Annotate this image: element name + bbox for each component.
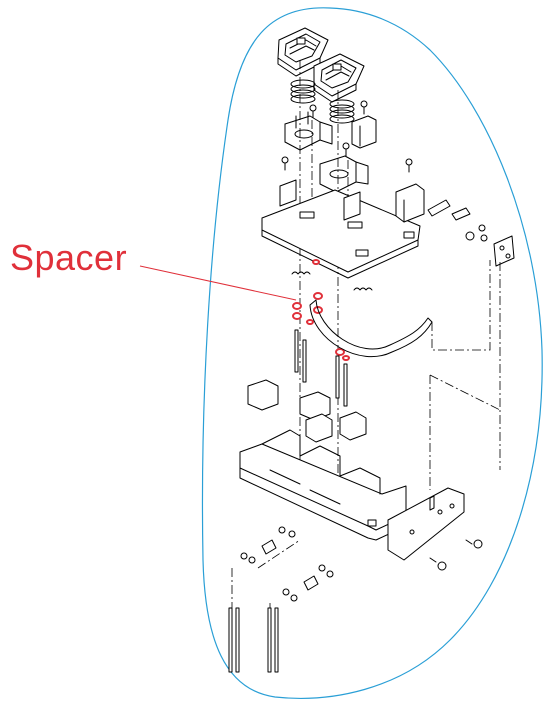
bottom-pins — [228, 607, 279, 673]
tension-springs — [291, 271, 373, 291]
hardware-right — [427, 199, 515, 267]
screws-top — [281, 100, 413, 173]
spacer-leader-line — [139, 265, 297, 301]
assembly-outline — [201, 7, 543, 699]
cap-unit-right — [313, 53, 365, 103]
screws-bottom — [429, 539, 483, 571]
holder-right — [319, 155, 369, 193]
spacers-highlighted — [292, 259, 350, 361]
lower-left-hardware — [231, 526, 334, 612]
spring-right — [329, 99, 355, 124]
spring-left — [290, 79, 316, 104]
cable — [309, 299, 433, 358]
guide-pins — [294, 329, 348, 407]
cap-unit-left — [277, 27, 329, 77]
holder-left — [284, 111, 333, 151]
mounting-bracket — [387, 487, 465, 561]
clips — [247, 379, 367, 443]
spacer-callout-label: Spacer — [10, 237, 128, 278]
side-bracket-top — [395, 183, 425, 223]
bracket-small-top — [351, 115, 377, 149]
chassis-tray — [239, 429, 407, 541]
base-plate — [261, 179, 421, 279]
